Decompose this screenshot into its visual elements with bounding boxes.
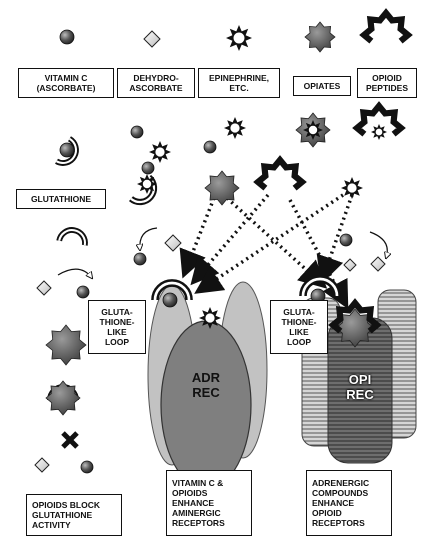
dotted-arrow-icon [190,193,270,286]
label-glutathione: GLUTATHIONE [16,189,106,209]
sphere-icon [59,29,75,45]
opioid-receptor [301,289,417,464]
octagram-icon [204,170,240,206]
label-adr-rec: ADR REC [191,370,221,400]
curved-arrows [57,227,387,278]
glutathione-cup-icon [299,275,341,297]
curved-arrow-icon [140,227,158,250]
diamond-icon [34,457,50,473]
opioid-peptide-icon [359,8,413,44]
adrenergic-receptor [147,281,268,490]
label-opiates: OPIATES [293,76,351,96]
adr-core [160,320,252,490]
octagram-icon [45,324,87,366]
star-icon [137,174,157,194]
sphere-icon [141,161,155,175]
label-epinephrine: EPINEPHRINE, ETC. [198,68,280,98]
star-icon [224,117,246,139]
x-mark-icon [61,431,79,449]
label-loop-left: GLUTA- THIONE- LIKE LOOP [88,300,146,354]
label-vitamin-c: VITAMIN C (ASCORBATE) [18,68,114,98]
star-icon [341,177,363,199]
label-opi-rec: OPI REC [346,372,374,402]
glutathione-cup-icon [55,136,79,166]
curved-arrow-icon [369,231,387,258]
octagram-icon [45,380,81,416]
sphere-icon [162,292,178,308]
glutathione-cup-icon [151,279,193,301]
diamond-icon [143,30,161,48]
star-icon [199,307,221,329]
opioid-peptide-icon [328,298,382,334]
caption-opioids-block: OPIOIDS BLOCK GLUTATHIONE ACTIVITY [26,494,122,536]
star-icon [149,141,171,163]
dotted-arrow-icon [179,197,216,279]
dotted-arrows [179,193,354,310]
star-icon [371,124,387,140]
sphere-icon [80,460,94,474]
dotted-arrow-icon [194,193,344,294]
dotted-arrow-icon [225,196,328,289]
sphere-icon [133,252,147,266]
curved-arrow-icon [57,268,92,278]
label-dehydroascorbate: DEHYDRO- ASCORBATE [117,68,195,98]
star-icon [303,120,323,140]
star-icon [226,25,252,51]
octagram-icon [304,21,336,53]
caption-adrenergic: ADRENERGIC COMPOUNDS ENHANCE OPIOID RECE… [306,470,392,536]
label-loop-right: GLUTA- THIONE- LIKE LOOP [270,300,328,354]
glutathione-cup-icon [56,227,88,246]
diamond-icon [36,280,52,296]
sphere-icon [76,285,90,299]
diamond-icon [164,234,182,252]
label-opioid-peptides: OPIOID PEPTIDES [357,68,417,98]
opioid-peptide-icon [352,101,406,137]
opioid-peptide-icon [253,155,307,191]
diamond-icon [370,256,386,272]
sphere-icon [59,142,75,158]
sphere-icon [203,140,217,154]
icon-layer [34,8,413,474]
sphere-icon [339,233,353,247]
glutathione-cup-icon [128,174,158,206]
sphere-icon [130,125,144,139]
dotted-arrow-icon [316,194,354,285]
caption-vitc-opioids: VITAMIN C & OPIOIDS ENHANCE AMINERGIC RE… [166,470,252,536]
diamond-icon [343,258,357,272]
